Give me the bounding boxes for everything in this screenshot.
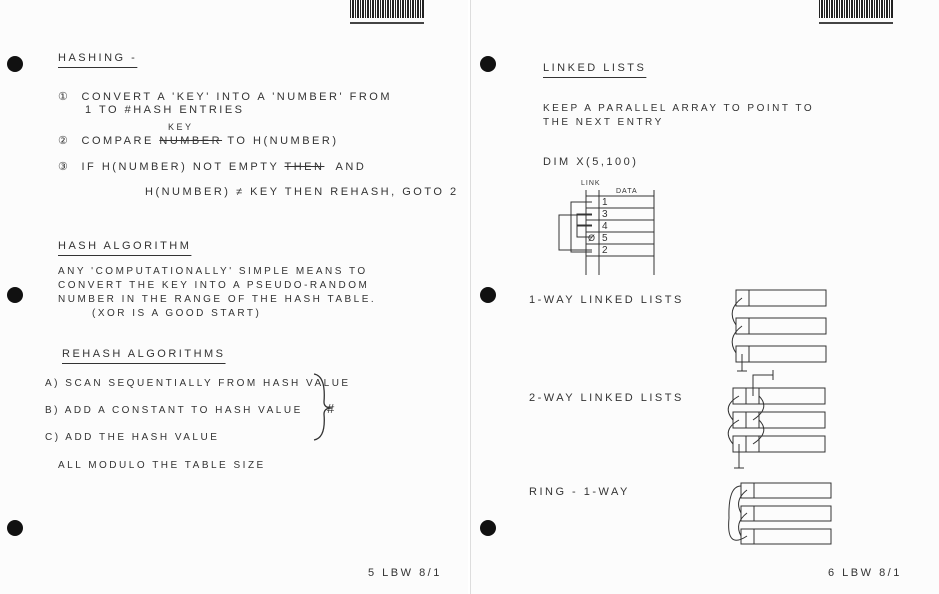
rehash-item: c) Add the hash value: [45, 432, 220, 443]
rehash-item: a) Scan sequentially from hash value: [45, 378, 351, 389]
text-line: number in the range of the hash table.: [58, 294, 377, 305]
null-mark: Ø: [588, 233, 598, 243]
brace-mark: #: [327, 401, 337, 416]
punch-hole: [7, 520, 23, 536]
table-row: 4: [602, 221, 611, 232]
punch-hole: [480, 56, 496, 72]
table-row: 1: [602, 197, 611, 208]
link-label: Link: [581, 180, 601, 187]
barcode: [819, 0, 893, 24]
ring-label: Ring - 1-way: [529, 486, 630, 498]
hash-algorithm-title: Hash Algorithm: [58, 240, 192, 252]
page-title: Linked Lists: [543, 62, 647, 74]
table-row: 2: [602, 245, 611, 256]
punch-hole: [7, 287, 23, 303]
rehash-footer: All modulo the table size: [58, 460, 266, 471]
step-1: ① Convert a 'key' into a 'number' from: [58, 91, 393, 103]
data-label: Data: [616, 188, 638, 195]
page-title: Hashing -: [58, 52, 138, 64]
brace: [313, 373, 333, 441]
page-label: 5 LBW 8/1: [368, 567, 442, 579]
two-way-label: 2-way linked lists: [529, 392, 684, 404]
ring-list-diagram: [728, 482, 832, 545]
right-page: Linked Lists Keep a parallel array to po…: [470, 0, 939, 594]
text-line: the next entry: [543, 117, 664, 128]
text-line: Any 'computationally' simple means to: [58, 266, 368, 277]
text-line: (XOR is a good start): [92, 308, 262, 319]
page-label: 6 LBW 8/1: [828, 567, 902, 579]
table-row: 3: [602, 209, 611, 220]
dim-statement: Dim X(5,100): [543, 156, 639, 168]
step-2: ② Compare number to H(number): [58, 135, 339, 147]
step-3-cont: H(number) ≠ key then Rehash, Goto 2: [145, 186, 459, 198]
text-line: Keep a parallel array to point to: [543, 103, 815, 114]
insert-text: key: [168, 122, 194, 132]
step-3: ③ If H(number) not empty then and: [58, 161, 367, 173]
two-way-list-diagram: [727, 370, 826, 469]
link-table-diagram: [558, 190, 655, 275]
punch-hole: [7, 56, 23, 72]
rehash-title: Rehash Algorithms: [62, 348, 226, 360]
punch-hole: [480, 520, 496, 536]
rehash-item: b) Add a constant to hash value: [45, 405, 303, 416]
one-way-label: 1-way linked lists: [529, 294, 684, 306]
step-1-cont: 1 to #hash entries: [85, 104, 245, 116]
left-page: Hashing - ① Convert a 'key' into a 'numb…: [0, 0, 468, 594]
table-row: 5: [602, 233, 611, 244]
text-line: convert the key into a pseudo-random: [58, 280, 370, 291]
barcode: [350, 0, 424, 24]
one-way-list-diagram: [731, 289, 827, 372]
punch-hole: [480, 287, 496, 303]
